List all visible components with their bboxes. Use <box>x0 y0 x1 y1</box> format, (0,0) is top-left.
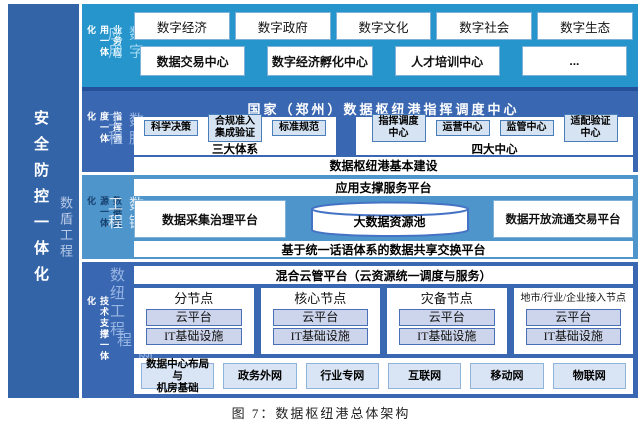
network-box: 互联网 <box>387 363 462 389</box>
it-infrastructure-box: IT基础设施 <box>525 328 621 345</box>
domain-box: 数字政府 <box>234 12 331 40</box>
center-box: 数据交易中心 <box>140 46 246 76</box>
service-centers-row: 数据交易中心 数字经济孵化中心 人才培训中心 ... <box>134 46 633 76</box>
three-systems-row: 科学决策 合规准入 集成验证 标准规范 <box>134 113 336 142</box>
open-trading-platform-box: 数据开放流通交易平台 <box>493 200 633 238</box>
s1-integration-label: 业务应用一体化 <box>86 24 122 58</box>
s3-middle-row: 数据采集治理平台 大数据资源池 数据开放流通交易平台 <box>134 200 633 238</box>
network-box: 数据中心布局与 机房基础 <box>141 358 215 394</box>
domain-box: 数字文化 <box>335 12 432 40</box>
dispatch-center-title: 国家（郑州）数据枢纽港指挥调度中心 <box>247 102 520 117</box>
cloud-platform-box: 云平台 <box>146 309 242 326</box>
node-title: 核心节点 <box>294 291 347 306</box>
section-digital-application: 业务应用一体化 数字应用 数字经济 数字政府 数字文化 数字社会 数字生态 数据… <box>82 4 638 87</box>
figure-caption: 图 7：数据枢纽港总体架构 <box>231 406 411 421</box>
system-box: 标准规范 <box>272 119 326 136</box>
big-data-pool-label: 大数据资源池 <box>353 215 426 229</box>
database-cylinder-icon <box>310 201 469 237</box>
s3-integration-label: 数据资源一体化 <box>86 196 122 229</box>
node-branch: 分节点 云平台 IT基础设施 <box>134 288 254 354</box>
shield-project-label: 数盾工程 <box>58 196 73 260</box>
s4-side-labels: 技术支撑一体化 数纽工程 数网工程 <box>82 262 152 398</box>
network-box: 移动网 <box>470 363 544 389</box>
s1-content: 数字经济 数字政府 数字文化 数字社会 数字生态 数据交易中心 数字经济孵化中心… <box>134 4 633 87</box>
section-command-dispatch: 指挥调度一体化 数脑工程 国家（郑州）数据枢纽港指挥调度中心 科学决策 合规准入… <box>82 87 638 174</box>
center-box: 人才培训中心 <box>394 46 500 76</box>
center-function-box: 运营中心 <box>435 119 490 136</box>
cloud-platform-box: 云平台 <box>525 309 621 326</box>
security-pillar-label: 安全防控一体化 <box>32 110 49 292</box>
hub-basic-construction-bar: 数据枢纽港基本建设 <box>134 157 633 174</box>
cloud-platform-box: 云平台 <box>272 309 368 326</box>
it-infrastructure-box: IT基础设施 <box>272 328 368 345</box>
center-box: 数字经济孵化中心 <box>267 46 373 76</box>
system-box: 科学决策 <box>144 119 198 136</box>
node-disaster-recovery: 灾备节点 云平台 IT基础设施 <box>387 288 507 354</box>
s2-integration-label: 指挥调度一体化 <box>86 111 122 145</box>
node-core: 核心节点 云平台 IT基础设施 <box>260 288 380 354</box>
domain-box: 数字社会 <box>436 12 533 40</box>
network-box: 行业专网 <box>305 363 379 389</box>
app-support-platform-bar: 应用支撑服务平台 <box>134 179 633 196</box>
center-box-ellipsis: ... <box>521 46 627 76</box>
center-function-box: 指挥调度 中心 <box>371 113 426 142</box>
node-title: 地市/行业/企业接入节点 <box>520 293 627 304</box>
s4-content: 混合云管平台（云资源统一调度与服务） 分节点 云平台 IT基础设施 核心节点 云… <box>134 262 633 398</box>
cloud-nodes-row: 分节点 云平台 IT基础设施 核心节点 云平台 IT基础设施 灾备节点 云平台 … <box>134 288 633 354</box>
s3-content: 应用支撑服务平台 数据采集治理平台 大数据资源池 数据开放流通交易平台 基于统一… <box>134 175 633 259</box>
system-box: 合规准入 集成验证 <box>208 113 262 142</box>
cloud-platform-box: 云平台 <box>399 309 495 326</box>
s1-side-labels: 业务应用一体化 数字应用 <box>82 4 143 87</box>
s2-side-labels: 指挥调度一体化 数脑工程 <box>82 91 143 172</box>
it-infrastructure-box: IT基础设施 <box>146 328 242 345</box>
hybrid-cloud-platform-bar: 混合云管平台（云资源统一调度与服务） <box>134 266 633 284</box>
node-title: 分节点 <box>174 291 214 306</box>
s4-project-label-1: 数纽工程 <box>108 267 124 339</box>
three-systems-panel: 科学决策 合规准入 集成验证 标准规范 三大体系 <box>134 113 336 156</box>
node-access: 地市/行业/企业接入节点 云平台 IT基础设施 <box>513 288 633 354</box>
network-box: 物联网 <box>552 363 626 389</box>
center-function-box: 监管中心 <box>499 119 554 136</box>
center-function-box: 适配验证 中心 <box>563 113 618 142</box>
domain-box: 数字生态 <box>537 12 633 40</box>
sharing-exchange-platform-bar: 基于统一话语体系的数据共享交换平台 <box>134 241 633 257</box>
s2-content: 国家（郑州）数据枢纽港指挥调度中心 科学决策 合规准入 集成验证 标准规范 三大… <box>134 91 633 174</box>
networks-row: 数据中心布局与 机房基础 政务外网 行业专网 互联网 移动网 物联网 <box>134 358 633 394</box>
four-centers-panel: 指挥调度 中心 运营中心 监管中心 适配验证 中心 四大中心 <box>356 113 633 156</box>
s3-side-labels: 数据资源一体化 数链工程 <box>82 175 143 259</box>
data-collection-platform-box: 数据采集治理平台 <box>134 200 286 238</box>
security-pillar: 安全防控一体化 数盾工程 <box>8 4 79 398</box>
it-infrastructure-box: IT基础设施 <box>399 328 495 345</box>
four-centers-row: 指挥调度 中心 运营中心 监管中心 适配验证 中心 <box>356 113 633 142</box>
section-technical-support: 技术支撑一体化 数纽工程 数网工程 混合云管平台（云资源统一调度与服务） 分节点… <box>82 262 638 398</box>
big-data-pool: 大数据资源池 <box>310 200 470 238</box>
s4-integration-label: 技术支撑一体化 <box>86 296 109 362</box>
domain-box: 数字经济 <box>134 12 230 40</box>
network-box: 政务外网 <box>223 363 297 389</box>
section-data-resource: 数据资源一体化 数链工程 应用支撑服务平台 数据采集治理平台 大数据资源池 数据… <box>82 175 638 259</box>
node-title: 灾备节点 <box>420 291 473 306</box>
three-systems-label: 三大体系 <box>212 143 258 156</box>
s2-panels: 科学决策 合规准入 集成验证 标准规范 三大体系 指挥调度 中心 运营中心 监管… <box>134 113 633 156</box>
digital-domains-row: 数字经济 数字政府 数字文化 数字社会 数字生态 <box>134 12 633 40</box>
four-centers-label: 四大中心 <box>471 143 518 156</box>
